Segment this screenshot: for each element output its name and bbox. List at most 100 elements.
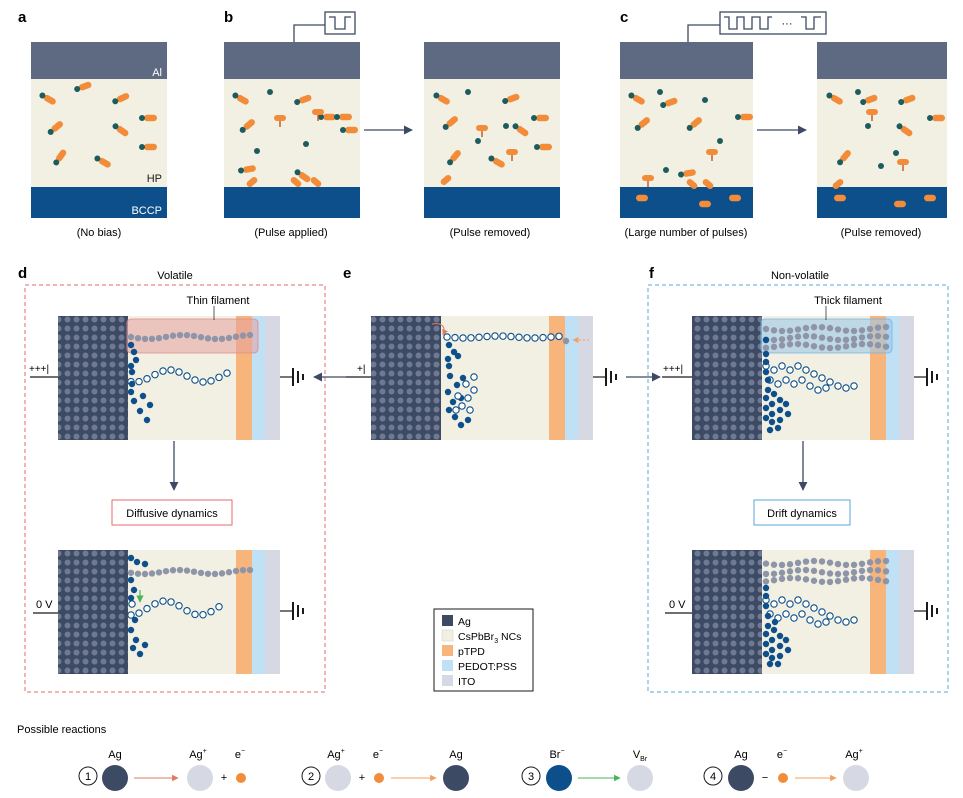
filament-dot — [155, 569, 163, 576]
ag-ion — [187, 765, 213, 791]
filament-dot — [850, 341, 858, 349]
species-ag: Ag — [449, 749, 462, 761]
filament-dot — [834, 577, 842, 585]
halide-particle — [238, 165, 256, 174]
thin-filament-label: Thin filament — [187, 295, 250, 307]
reaction-number: 1 — [85, 771, 91, 783]
filament-dot — [794, 326, 802, 333]
ag-ion-dot — [445, 362, 453, 370]
species-ag-plus: Ag+ — [845, 748, 863, 761]
reaction-2: 2 Ag+ + e− Ag — [301, 748, 469, 791]
ag-ion-dot — [136, 407, 144, 415]
species-electron: e− — [777, 748, 787, 761]
halide-particle — [442, 116, 458, 130]
vacancy-dot — [167, 366, 175, 374]
filament-dot — [786, 334, 794, 342]
filament-dot — [810, 567, 818, 575]
filament-dot — [134, 570, 142, 577]
panel-b: b (Pulse applied) (Pulse removed) — [224, 9, 560, 239]
filament-dot — [802, 566, 810, 574]
vacancy-dot — [786, 366, 794, 374]
filament-dot — [762, 570, 770, 578]
filament-dot — [818, 323, 826, 331]
filament-dot — [169, 567, 177, 574]
halide-particle — [440, 175, 452, 185]
filament-dot — [826, 335, 834, 343]
vacancy-dot — [207, 377, 215, 385]
halide-particle — [502, 93, 520, 105]
vacancy-dot — [826, 612, 834, 620]
panel-letter-b: b — [224, 9, 233, 26]
vacancy-dot — [834, 382, 842, 390]
filament-dot — [183, 331, 191, 339]
device-b-right — [424, 42, 560, 218]
vacancy-dot — [183, 607, 191, 615]
vacancy-dot — [782, 376, 790, 384]
filament-dot — [794, 575, 802, 582]
vacancy-dot — [215, 603, 223, 611]
halide-particle — [39, 92, 56, 105]
panel-letter-f: f — [649, 265, 655, 282]
vacancy-dot — [818, 374, 826, 382]
vacancy-dot — [175, 368, 183, 376]
halide-particle — [232, 92, 249, 105]
halide-particle — [506, 149, 518, 161]
halide-particle — [660, 97, 678, 109]
ag-ion-dot — [774, 424, 782, 432]
filament-dot — [190, 568, 198, 575]
ag-ion-dot — [762, 584, 770, 592]
vacancy-dot — [159, 367, 167, 375]
ag-ion-dot — [762, 404, 770, 412]
halide-particle — [294, 169, 311, 183]
halide-particle — [898, 94, 916, 106]
vacancy-dot — [215, 373, 223, 382]
filament-dot — [818, 344, 826, 351]
ag-ion-dot — [762, 592, 770, 600]
halide-particle — [834, 194, 846, 202]
filament-dot — [770, 577, 778, 584]
reactions: Possible reactions 1 Ag Ag+ + e− 2 Ag+ +… — [17, 724, 869, 791]
filament-dot — [778, 561, 786, 569]
ag-ion-dot — [766, 426, 774, 434]
filament-dot — [882, 568, 890, 575]
vacancy-dot — [470, 373, 478, 381]
ag-ion-dot — [128, 368, 136, 376]
filament-dot — [770, 570, 778, 577]
ag-ion-dot — [143, 416, 151, 424]
ag-ion-dot — [762, 368, 770, 376]
vacancy-dot — [191, 610, 199, 619]
vacancy-dot — [467, 334, 475, 342]
ag-ion-dot — [764, 622, 772, 630]
ag-ion-dot — [449, 398, 457, 406]
halide-particle — [735, 113, 753, 121]
vacancy-dot — [802, 600, 810, 608]
ag-ion-dot — [776, 396, 784, 404]
filament-dot — [786, 574, 794, 582]
vacancy-dot — [802, 366, 810, 374]
halide-particle — [290, 177, 302, 187]
vacancy-dot — [814, 620, 822, 628]
ag-ion-dot — [139, 392, 147, 400]
halide-particle — [433, 92, 450, 105]
ag-electrode — [58, 316, 128, 440]
panel-c: c ··· (Large number of pulses) (Pulse re… — [620, 9, 947, 239]
vacancy-dot — [223, 369, 231, 377]
filament-dot — [786, 327, 794, 334]
vacancy-dot — [159, 597, 167, 605]
ag-ion-dot — [782, 400, 790, 408]
ag-ion-dot — [766, 660, 774, 668]
ag-ion-dot — [768, 654, 776, 662]
ag-ion-dot — [136, 650, 144, 658]
filament-dot — [882, 343, 890, 350]
filament-dot — [826, 559, 834, 566]
vacancy-dot — [470, 386, 478, 394]
filament-dot — [225, 569, 233, 576]
halide-particle — [837, 150, 851, 166]
ag-ion-dot — [127, 388, 135, 396]
minus-sign: − — [762, 772, 768, 784]
filament-dot — [882, 577, 890, 585]
filament-dot — [762, 325, 770, 333]
filament-dot — [826, 578, 834, 586]
legend-label-cspbbr3: CsPbBr3 NCs — [458, 631, 521, 645]
vacancy-dot — [199, 610, 207, 619]
